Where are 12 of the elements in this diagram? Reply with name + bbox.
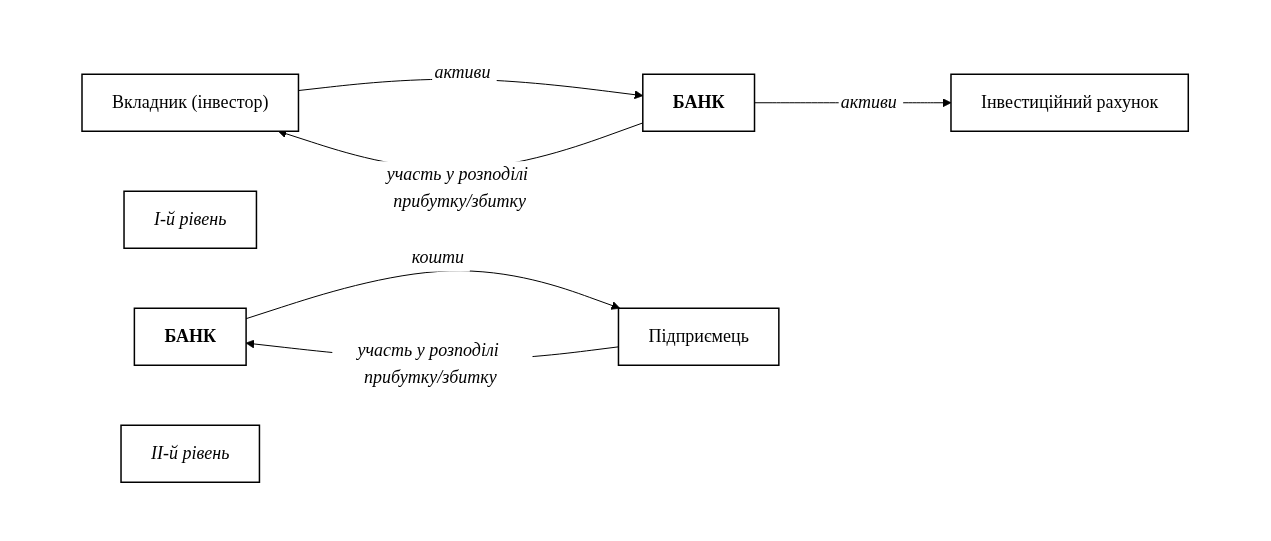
node-box: БАНК xyxy=(642,73,756,132)
edge-label: участь у розподілі прибутку/збитку xyxy=(387,164,529,212)
node-box: Підприємець xyxy=(618,307,780,366)
edge-label: активи xyxy=(841,92,898,113)
node-box: Вкладник (інвестор) xyxy=(81,73,300,132)
node-box: II-й рівень xyxy=(120,424,261,483)
edge-label: участь у розподілі прибутку/збитку xyxy=(357,339,500,387)
node-box: Інвестиційний рахунок xyxy=(950,73,1190,132)
node-box: БАНК xyxy=(134,307,248,366)
edge-label: активи xyxy=(434,61,491,82)
edge-label: кошти xyxy=(412,247,465,268)
node-box: I-й рівень xyxy=(123,190,258,249)
